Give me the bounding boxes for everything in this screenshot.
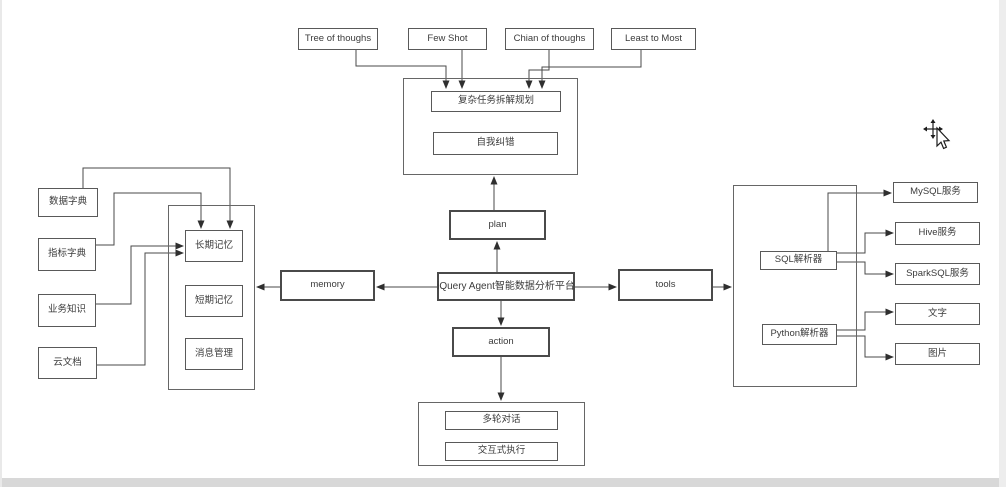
edge-least-to-task bbox=[538, 50, 642, 89]
edge-python-to-image bbox=[837, 335, 894, 361]
node-iquery-agent-platform[interactable]: iQuery Agent智能数据分析平台 bbox=[437, 272, 575, 301]
node-label: Least to Most bbox=[624, 32, 683, 44]
node-sql-parser[interactable]: SQL解析器 bbox=[760, 251, 837, 270]
edge-tree-to-task bbox=[355, 50, 450, 89]
tools-group-container[interactable] bbox=[733, 185, 857, 387]
node-tree-of-thoughts[interactable]: Tree of thoughs bbox=[298, 28, 378, 50]
node-label: Hive服务 bbox=[918, 227, 957, 239]
node-metric-dictionary[interactable]: 指标字典 bbox=[38, 238, 96, 271]
node-image-output[interactable]: 图片 bbox=[895, 343, 980, 365]
node-label: 消息管理 bbox=[194, 347, 233, 359]
node-data-dictionary[interactable]: 数据字典 bbox=[38, 188, 98, 217]
node-sparksql-service[interactable]: SparkSQL服务 bbox=[895, 263, 980, 285]
node-plan[interactable]: plan bbox=[449, 210, 546, 240]
node-label: 业务知识 bbox=[47, 304, 86, 316]
plan-group-container[interactable] bbox=[403, 78, 578, 175]
node-business-knowledge[interactable]: 业务知识 bbox=[38, 294, 96, 327]
edge-metricdict-to-longterm bbox=[96, 192, 205, 246]
node-label: SQL解析器 bbox=[774, 254, 823, 266]
move-pointer-cursor-icon bbox=[923, 119, 951, 150]
node-label: 云文档 bbox=[53, 356, 82, 368]
node-text-output[interactable]: 文字 bbox=[895, 303, 980, 325]
right-scrollbar-track[interactable] bbox=[999, 0, 1006, 487]
node-label: 长期记忆 bbox=[194, 239, 233, 251]
node-label: iQuery Agent智能数据分析平台 bbox=[437, 281, 575, 292]
node-label: Chian of thoughs bbox=[513, 32, 586, 44]
node-memory[interactable]: memory bbox=[280, 270, 375, 301]
node-hive-service[interactable]: Hive服务 bbox=[895, 222, 980, 245]
node-label: Tree of thoughs bbox=[304, 32, 372, 44]
node-self-correction[interactable]: 自我纠错 bbox=[433, 132, 558, 155]
node-long-term-memory[interactable]: 长期记忆 bbox=[185, 230, 243, 262]
node-label: 自我纠错 bbox=[476, 137, 515, 149]
edge-sql-to-sparksql bbox=[837, 261, 894, 278]
memory-group-container[interactable] bbox=[168, 205, 255, 390]
node-label: 多轮对话 bbox=[482, 414, 521, 426]
bottom-scrollbar-track[interactable] bbox=[0, 478, 1006, 487]
node-action[interactable]: action bbox=[452, 327, 550, 357]
node-python-parser[interactable]: Python解析器 bbox=[762, 324, 837, 345]
node-label: 指标字典 bbox=[47, 248, 86, 260]
node-label: tools bbox=[655, 278, 676, 290]
node-chain-of-thoughts[interactable]: Chian of thoughs bbox=[505, 28, 594, 50]
node-multi-turn-dialog[interactable]: 多轮对话 bbox=[445, 411, 558, 430]
node-interactive-execution[interactable]: 交互式执行 bbox=[445, 442, 558, 461]
node-label: plan bbox=[488, 218, 507, 230]
node-cloud-document[interactable]: 云文档 bbox=[38, 347, 97, 379]
dialog-group-container[interactable] bbox=[418, 402, 585, 466]
node-mysql-service[interactable]: MySQL服务 bbox=[893, 182, 978, 203]
node-label: 交互式执行 bbox=[477, 445, 526, 457]
edge-sql-to-hive bbox=[837, 229, 894, 254]
node-label: Python解析器 bbox=[770, 328, 829, 340]
node-short-term-memory[interactable]: 短期记忆 bbox=[185, 285, 243, 317]
node-label: 复杂任务拆解规划 bbox=[457, 95, 534, 107]
node-label: Few Shot bbox=[427, 32, 468, 44]
edge-sql-to-mysql bbox=[827, 189, 892, 251]
node-label: memory bbox=[310, 279, 345, 291]
edge-business-to-longterm bbox=[96, 242, 184, 305]
node-message-management[interactable]: 消息管理 bbox=[185, 338, 243, 370]
node-task-decomposition[interactable]: 复杂任务拆解规划 bbox=[431, 91, 561, 112]
node-label: 短期记忆 bbox=[194, 294, 233, 306]
node-label: 数据字典 bbox=[48, 196, 87, 208]
node-label: 文字 bbox=[927, 307, 947, 319]
node-few-shot[interactable]: Few Shot bbox=[408, 28, 487, 50]
node-label: action bbox=[488, 335, 514, 347]
node-least-to-most[interactable]: Least to Most bbox=[611, 28, 696, 50]
left-edge-divider bbox=[0, 0, 2, 487]
edge-python-to-text bbox=[837, 308, 894, 331]
node-tools[interactable]: tools bbox=[618, 269, 713, 301]
edge-clouddoc-to-longterm bbox=[97, 249, 184, 366]
edge-chain-to-task bbox=[525, 50, 550, 89]
edge-datadict-to-longterm bbox=[82, 167, 234, 229]
node-label: MySQL服务 bbox=[910, 186, 961, 198]
node-label: SparkSQL服务 bbox=[906, 267, 969, 279]
node-label: 图片 bbox=[927, 347, 947, 359]
